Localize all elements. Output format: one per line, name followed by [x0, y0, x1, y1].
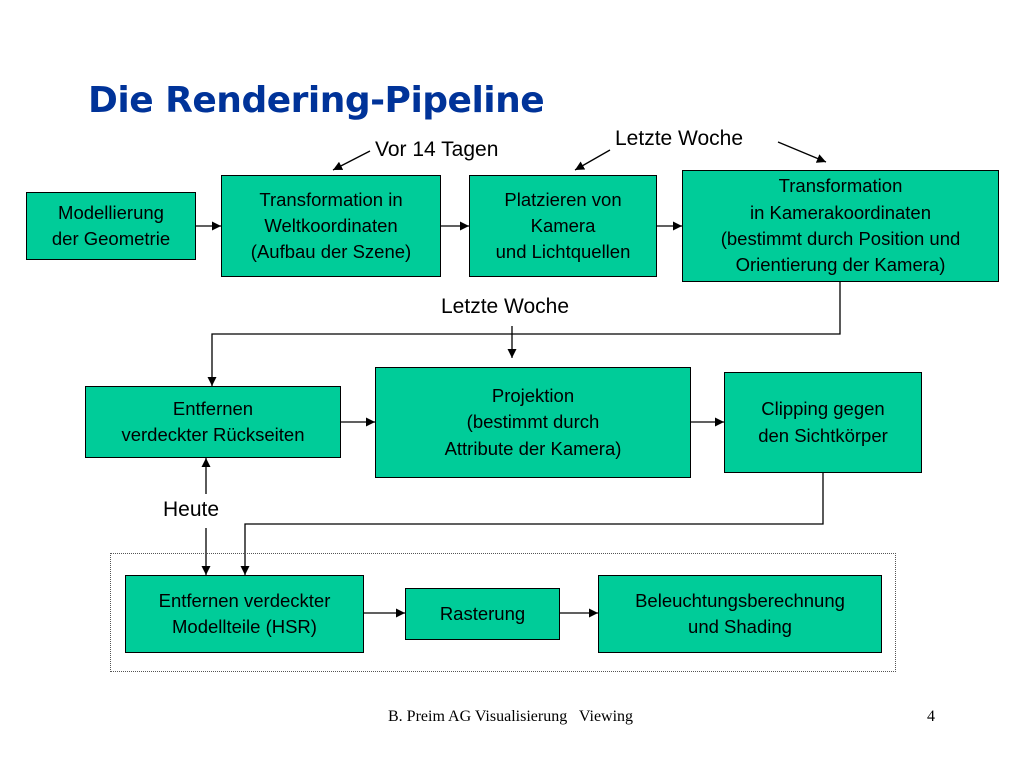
box-rasterung: Rasterung	[405, 588, 560, 640]
box-rueckseiten: Entfernen verdeckter Rückseiten	[85, 386, 341, 458]
pointer-vor-14-tagen	[332, 150, 371, 171]
connector-kamerakoordinaten-to-rueckseiten	[207, 282, 841, 386]
box-hsr: Entfernen verdeckter Modellteile (HSR)	[125, 575, 364, 653]
hsr-group-frame	[110, 553, 896, 672]
label-heute: Heute	[163, 498, 220, 521]
label-letzte-woche-top: Letzte Woche	[615, 127, 744, 150]
label-letzte-woche-middle: Letzte Woche	[441, 295, 570, 318]
box-weltkoordinaten: Transformation in Weltkoordinaten (Aufba…	[221, 175, 441, 277]
connector-clipping-to-hsr	[240, 473, 824, 575]
box-kamerakoordinaten: Transformation in Kamerakoordinaten (bes…	[682, 170, 999, 282]
box-kamera-lichtquellen: Platzieren von Kamera und Lichtquellen	[469, 175, 657, 277]
slide-title: Die Rendering-Pipeline	[88, 80, 545, 121]
box-clipping: Clipping gegen den Sichtkörper	[724, 372, 922, 473]
box-shading: Beleuchtungsberechnung und Shading	[598, 575, 882, 653]
pointer-letzte-woche-left	[574, 149, 611, 171]
box-projektion: Projektion (bestimmt durch Attribute der…	[375, 367, 691, 478]
page-number: 4	[927, 708, 935, 725]
footer-text: B. Preim AG Visualisierung Viewing	[388, 708, 634, 725]
label-vor-14-tagen: Vor 14 Tagen	[375, 138, 499, 161]
box-modellierung: Modellierung der Geometrie	[26, 192, 196, 260]
pointer-letzte-woche-right	[777, 141, 827, 163]
